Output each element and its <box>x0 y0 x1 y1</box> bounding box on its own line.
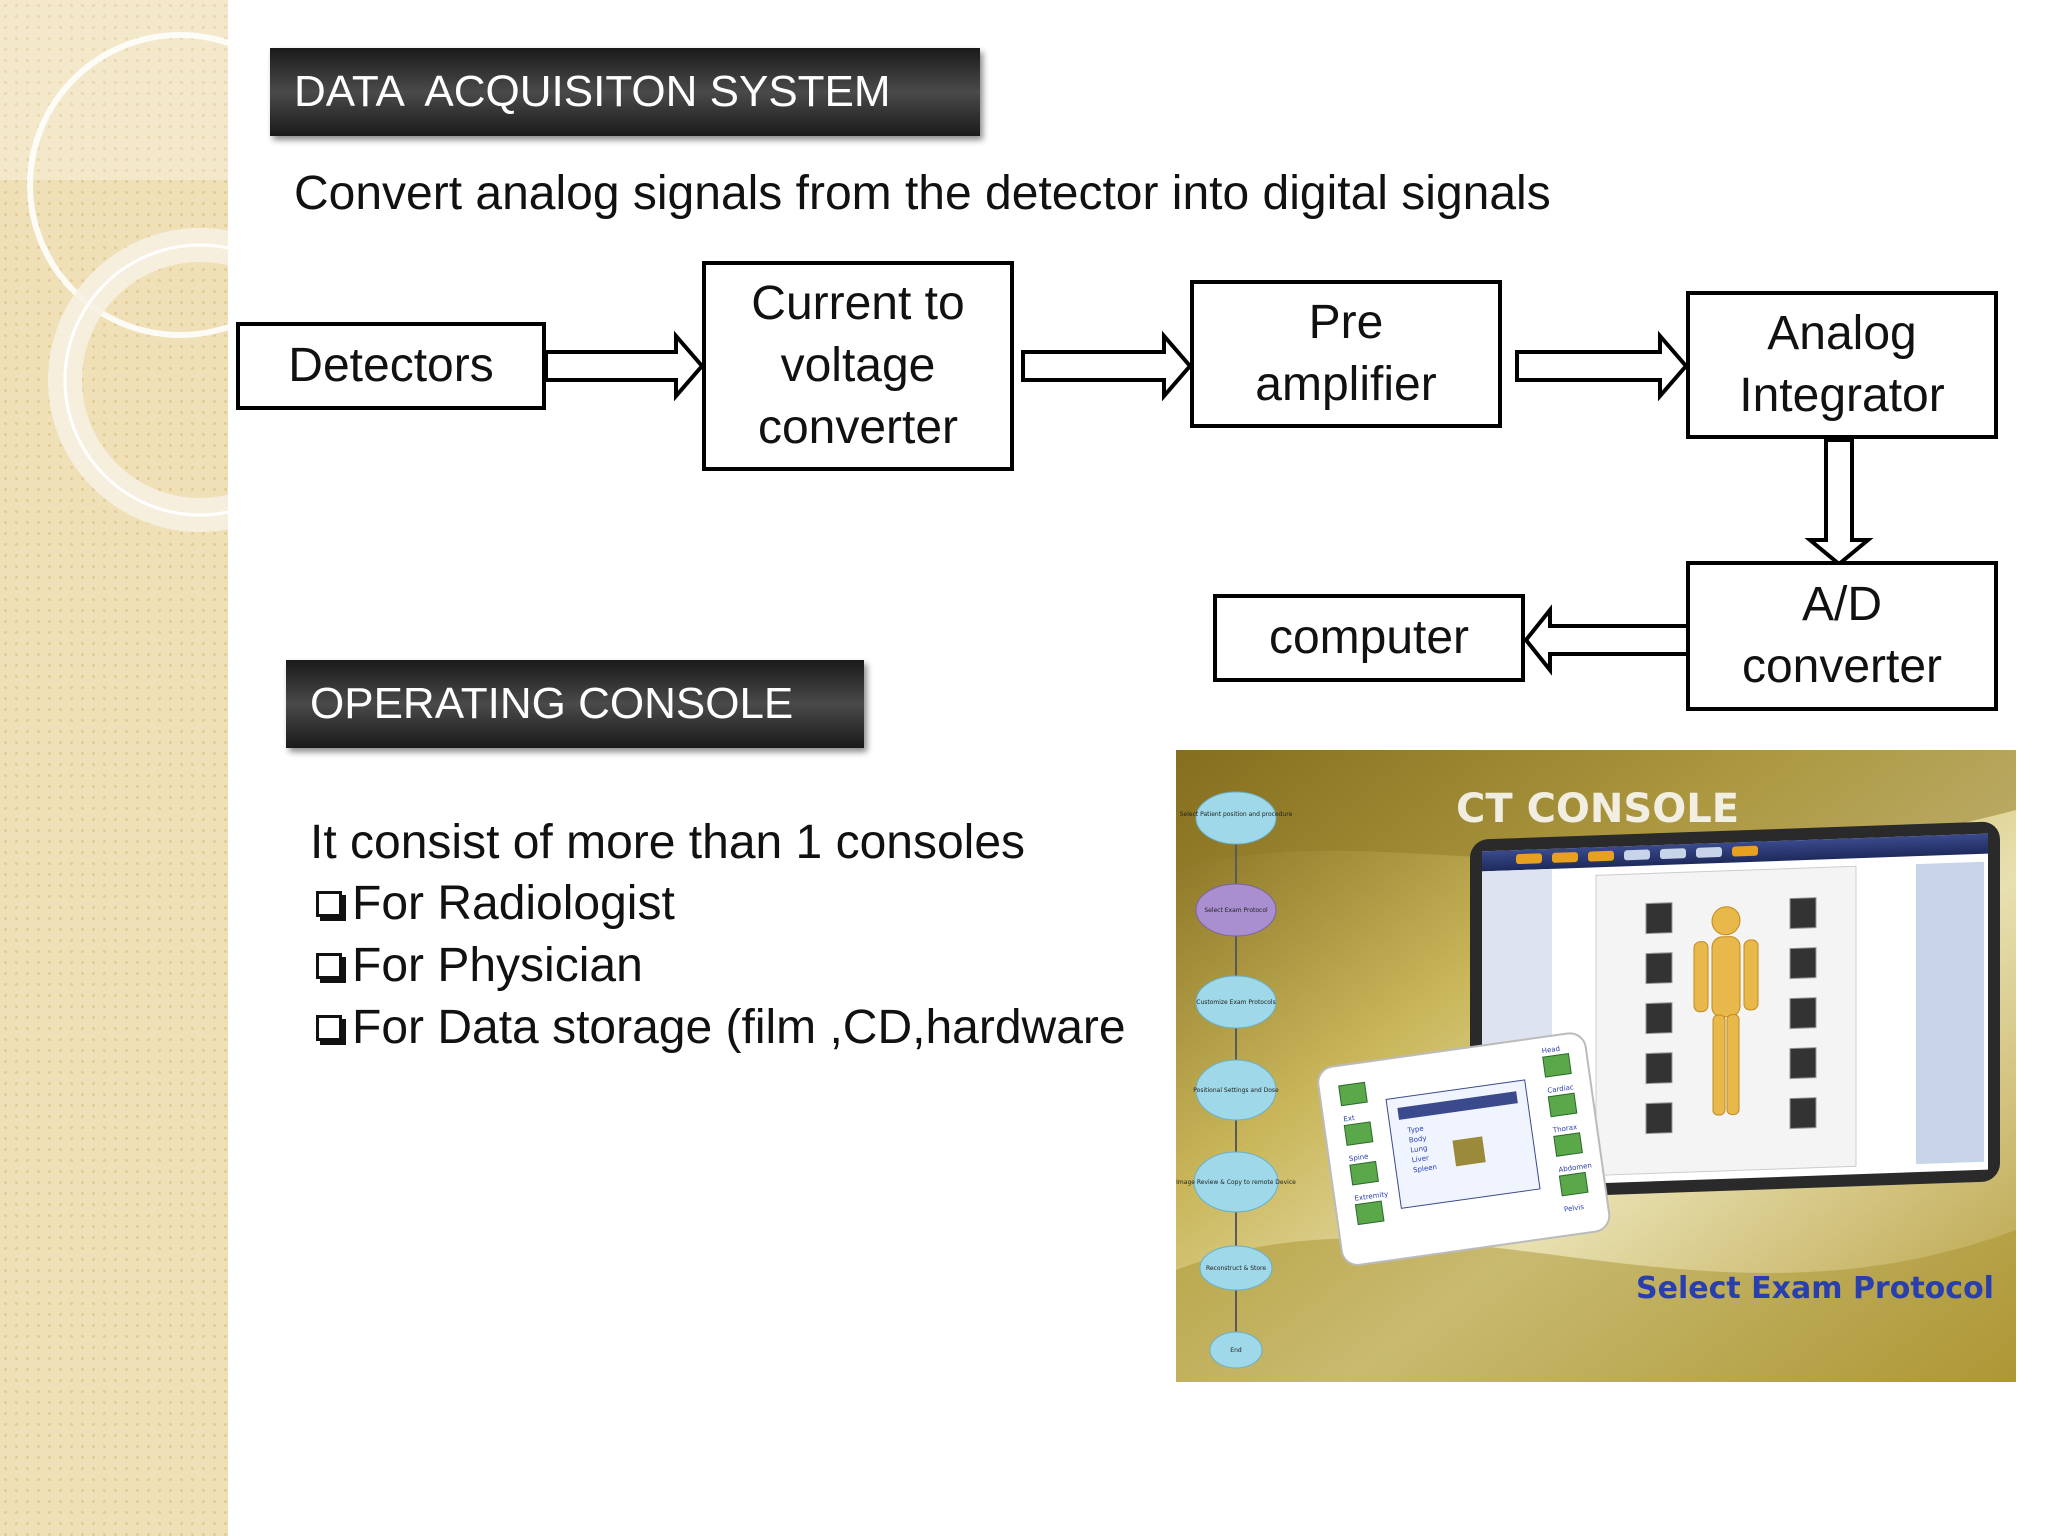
workflow-step: Select Exam Protocol <box>1204 907 1268 914</box>
body-region-label: Cardiac <box>1547 1083 1574 1095</box>
section-title-operating-console: OPERATING CONSOLE <box>286 660 864 748</box>
console-intro-text: It consist of more than 1 consoles <box>310 816 1026 869</box>
list-item: For Radiologist <box>312 876 675 931</box>
body-region-label: Pelvis <box>1564 1203 1585 1214</box>
protocol-option: Body <box>1408 1134 1427 1144</box>
console-image-heading: CT CONSOLE <box>1456 786 1739 832</box>
description-text: Convert analog signals from the detector… <box>294 167 1551 220</box>
arrow-iv-to-preamp <box>1021 330 1193 402</box>
workflow-step: Image Review & Copy to remote Device <box>1176 1179 1296 1186</box>
workflow-step: Customize Exam Protocols <box>1196 999 1275 1006</box>
list-item: For Data storage (film ,CD,hardware <box>312 1000 1126 1055</box>
checkbox-bullet-icon <box>316 952 342 979</box>
protocol-option: Type <box>1406 1125 1424 1135</box>
workflow-step: Select Patient position and procedure <box>1180 811 1293 818</box>
node-analog-integrator: Analog Integrator <box>1686 291 1998 439</box>
protocol-option: Lung <box>1410 1144 1428 1154</box>
decorative-side-strip <box>0 0 228 1536</box>
arrow-integrator-to-adc <box>1804 438 1874 567</box>
body-region-label: Head <box>1541 1045 1560 1055</box>
list-item-label: For Physician <box>352 939 643 992</box>
list-item: For Physician <box>312 938 643 993</box>
list-item-label: For Data storage (film ,CD,hardware <box>352 1001 1126 1054</box>
section-title-data-acquisition: DATA ACQUISITON SYSTEM <box>270 48 980 136</box>
workflow-step: Positional Settings and Dose <box>1193 1087 1279 1094</box>
checkbox-bullet-icon <box>316 1014 342 1041</box>
workflow-step: End <box>1230 1347 1242 1354</box>
node-current-to-voltage-converter: Current to voltage converter <box>702 261 1014 471</box>
protocol-option: Liver <box>1411 1154 1429 1164</box>
arrow-preamp-to-integrator <box>1515 330 1689 402</box>
protocol-option: Spleen <box>1413 1163 1438 1174</box>
node-pre-amplifier: Pre amplifier <box>1190 280 1502 428</box>
console-image-caption: Select Exam Protocol <box>1636 1271 1994 1306</box>
node-detectors: Detectors <box>236 322 546 410</box>
node-computer: computer <box>1213 594 1525 682</box>
checkbox-bullet-icon <box>316 890 342 917</box>
workflow-step: Reconstruct & Store <box>1206 1265 1266 1272</box>
ct-console-image: Select Patient position and procedure Se… <box>1176 750 2016 1382</box>
node-ad-converter: A/D converter <box>1686 561 1998 711</box>
body-region-label: Thorax <box>1551 1123 1577 1134</box>
body-region-label: Spine <box>1348 1152 1369 1163</box>
body-region-label: Ext <box>1343 1114 1356 1124</box>
arrow-adc-to-computer <box>1523 604 1692 676</box>
list-item-label: For Radiologist <box>352 877 675 930</box>
arrow-detectors-to-iv <box>544 330 705 402</box>
